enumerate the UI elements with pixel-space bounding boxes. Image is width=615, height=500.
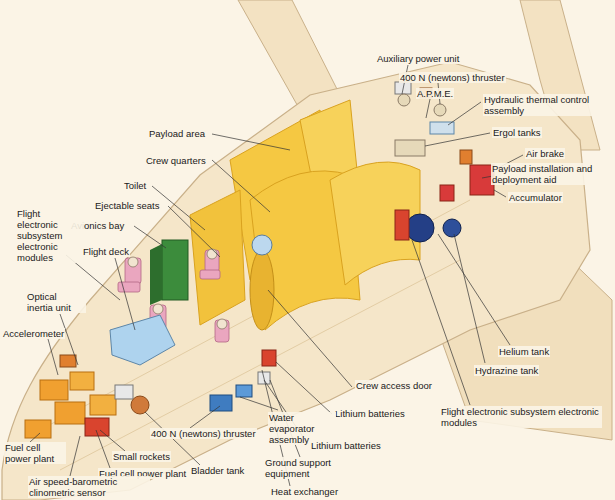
callout-label: Air speed-barometric clinometric sensor bbox=[28, 476, 150, 498]
callout-label: Bladder tank bbox=[190, 465, 245, 476]
callout-label: Lithium batteries bbox=[334, 408, 406, 419]
callout-label: Fuel cell power plant bbox=[4, 442, 66, 464]
callout-label: Ejectable seats bbox=[94, 200, 160, 211]
callout-label: Auxiliary power unit bbox=[376, 53, 460, 64]
callout-label: Crew access door bbox=[355, 380, 433, 391]
callout-label: Air brake bbox=[525, 148, 565, 159]
callout-label: Hydraulic thermal control assembly bbox=[483, 94, 607, 116]
callout-label: Payload area bbox=[148, 128, 206, 139]
callout-label: Flight deck bbox=[82, 246, 130, 257]
callout-label: Ground support equipment bbox=[264, 457, 346, 479]
callout-label: Toilet bbox=[123, 180, 147, 191]
callout-label: A.P.M.E. bbox=[416, 88, 454, 99]
callout-label: Crew quarters bbox=[145, 155, 207, 166]
callout-label: Accelerometer bbox=[2, 328, 65, 339]
callout-label: Heat exchanger bbox=[270, 486, 339, 497]
callout-label: Payload installation and deployment aid bbox=[491, 163, 611, 185]
callout-label: Small rockets bbox=[112, 451, 171, 462]
callout-label: 400 N (newtons) thruster bbox=[150, 428, 257, 439]
callout-label: Flight electronic subsystem electronic m… bbox=[16, 208, 84, 263]
callout-label: Optical inertia unit bbox=[26, 291, 86, 313]
callout-label: Accumulator bbox=[508, 192, 563, 203]
callout-label: Ergol tanks bbox=[492, 127, 542, 138]
callout-label: 400 N (newtons) thruster bbox=[399, 72, 506, 83]
callout-label: Flight electronic subsystem electronic m… bbox=[440, 406, 602, 428]
callout-label: Hydrazine tank bbox=[474, 365, 539, 376]
callout-label: Lithium batteries bbox=[310, 440, 382, 451]
callout-label: Helium tank bbox=[498, 346, 550, 357]
